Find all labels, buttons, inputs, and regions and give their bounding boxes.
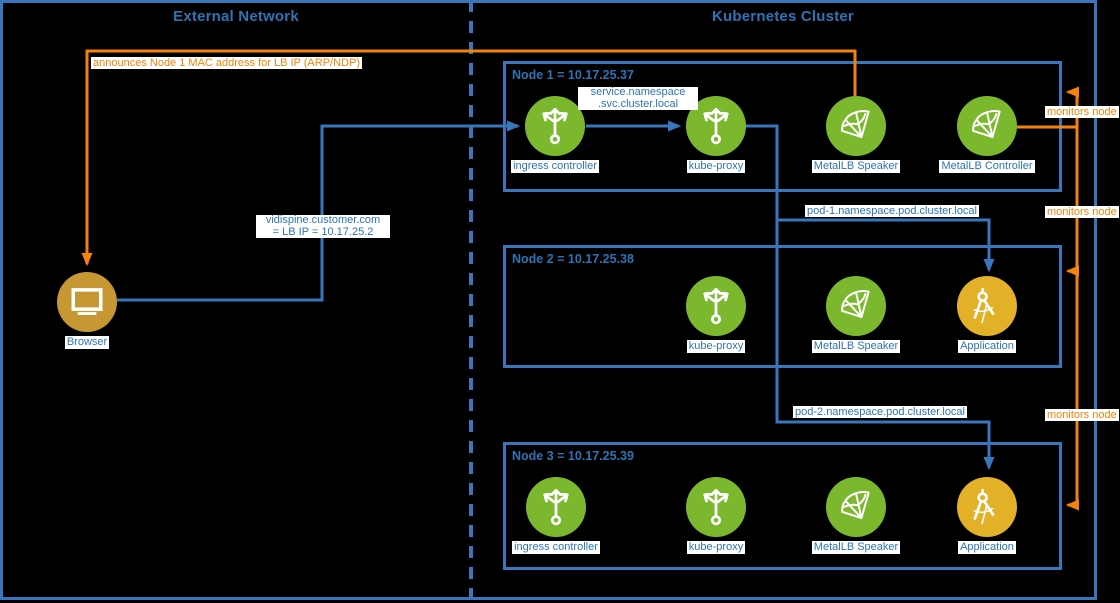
- kubernetes-cluster-title: Kubernetes Cluster: [712, 8, 854, 25]
- monitors-node-label-2: monitors node: [1045, 206, 1119, 218]
- node-3-title: Node 3 = 10.17.25.39: [512, 449, 634, 463]
- dns-label: vidispine.customer.com = LB IP = 10.17.2…: [256, 214, 390, 238]
- branch-arrows-icon: [703, 287, 729, 325]
- node-2-box: Node 2 = 10.17.25.38: [503, 245, 1062, 368]
- ingress-controller-circle: [525, 96, 585, 156]
- diagram-outer-border: [0, 0, 1097, 600]
- branch-arrows-icon: [542, 107, 568, 145]
- metallb-speaker-circle: [826, 96, 886, 156]
- monitors-node-label-3: monitors node: [1045, 409, 1119, 421]
- kube-proxy-circle: [686, 276, 746, 336]
- browser-node: Browser: [32, 272, 142, 350]
- network-boundary-divider: [469, 0, 473, 603]
- compass-icon: [973, 287, 995, 324]
- service-dns-line2: .svc.cluster.local: [597, 97, 679, 110]
- component-label: Application: [958, 340, 1016, 353]
- browser-circle: [57, 272, 117, 332]
- node1-metallb-speaker: MetalLB Speaker: [801, 96, 911, 174]
- component-label: ingress controller: [511, 160, 599, 173]
- node1-ingress-controller: ingress controller: [500, 96, 610, 174]
- kube-proxy-circle: [686, 477, 746, 537]
- metallb-fan-icon: [841, 491, 870, 519]
- branch-arrows-icon: [703, 107, 729, 145]
- ingress-controller-circle: [526, 477, 586, 537]
- metallb-speaker-circle: [826, 276, 886, 336]
- service-dns-line1: service.namespace: [590, 86, 686, 98]
- component-label: Application: [958, 541, 1016, 554]
- node3-ingress-controller: ingress controller: [501, 477, 611, 555]
- component-label: kube-proxy: [686, 160, 746, 173]
- metallb-fan-icon: [841, 110, 870, 138]
- metallb-speaker-circle: [826, 477, 886, 537]
- metallb-fan-icon: [972, 110, 1001, 138]
- metallb-controller-circle: [957, 96, 1017, 156]
- metallb-fan-icon: [841, 290, 870, 318]
- node3-kube-proxy: kube-proxy: [661, 477, 771, 555]
- node2-application: Application: [932, 276, 1042, 354]
- node-1-title: Node 1 = 10.17.25.37: [512, 68, 634, 82]
- connector-kubeproxy-to-pod1: [777, 218, 995, 273]
- browser-label: Browser: [64, 336, 110, 349]
- component-label: MetalLB Controller: [939, 160, 1035, 173]
- component-label: ingress controller: [512, 541, 600, 554]
- dns-label-line2: = LB IP = 10.17.25.2: [272, 225, 374, 238]
- component-label: kube-proxy: [686, 340, 746, 353]
- pod1-dns-label: pod-1.namespace.pod.cluster.local: [805, 205, 979, 217]
- node2-metallb-speaker: MetalLB Speaker: [801, 276, 911, 354]
- component-label: kube-proxy: [686, 541, 746, 554]
- application-circle: [957, 477, 1017, 537]
- component-label: MetalLB Speaker: [811, 340, 901, 353]
- dns-label-line1: vidispine.customer.com: [265, 214, 381, 226]
- node2-kube-proxy: kube-proxy: [661, 276, 771, 354]
- monitor-icon: [71, 288, 103, 316]
- node1-metallb-controller: MetalLB Controller: [932, 96, 1042, 174]
- compass-icon: [973, 488, 995, 525]
- branch-arrows-icon: [703, 488, 729, 526]
- component-label: MetalLB Speaker: [811, 160, 901, 173]
- node3-metallb-speaker: MetalLB Speaker: [801, 477, 911, 555]
- connector-kubeproxy-to-pod2: [745, 124, 995, 471]
- connector-browser-to-ingress: [117, 120, 521, 302]
- branch-arrows-icon: [543, 488, 569, 526]
- application-circle: [957, 276, 1017, 336]
- node-3-box: Node 3 = 10.17.25.39: [503, 442, 1062, 570]
- pod2-dns-label: pod-2.namespace.pod.cluster.local: [793, 406, 967, 418]
- monitors-node-label-1: monitors node: [1045, 106, 1119, 118]
- node-2-title: Node 2 = 10.17.25.38: [512, 252, 634, 266]
- component-label: MetalLB Speaker: [811, 541, 901, 554]
- announce-label: announces Node 1 MAC address for LB IP (…: [91, 57, 362, 69]
- connector-speaker-announce: [81, 49, 857, 267]
- external-network-title: External Network: [173, 8, 299, 25]
- node3-application: Application: [932, 477, 1042, 555]
- service-dns-label: service.namespace .svc.cluster.local: [578, 86, 698, 110]
